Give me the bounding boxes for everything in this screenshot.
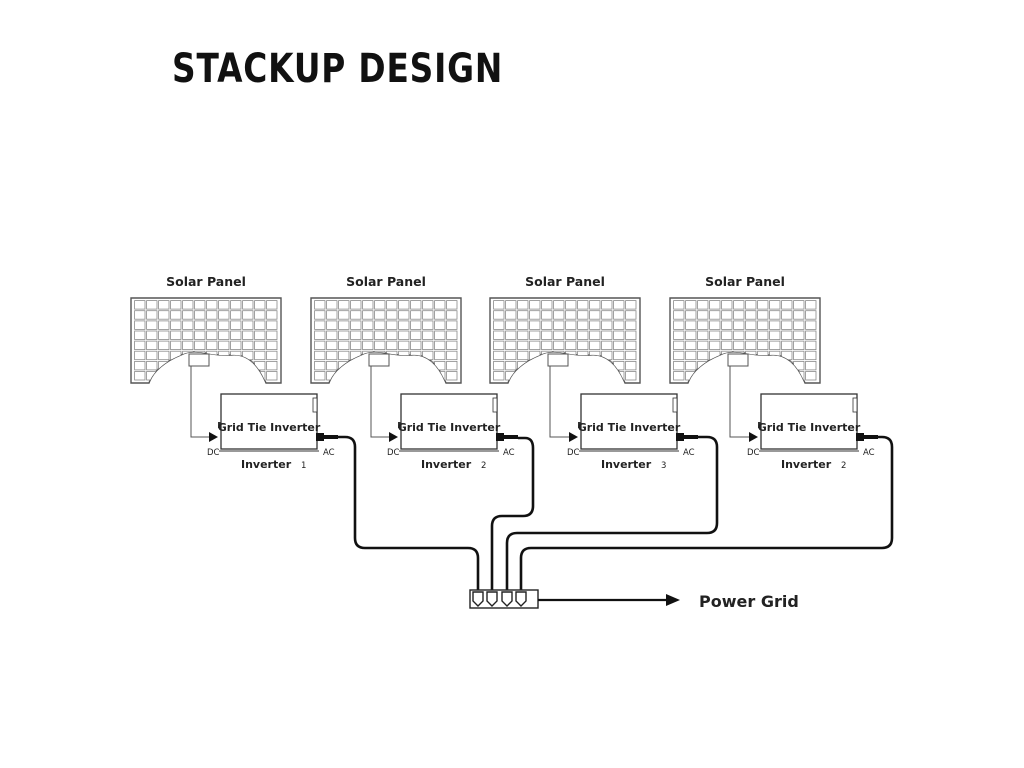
solar-panel: Solar Panel	[669, 274, 821, 384]
inverter-number: 3	[661, 461, 666, 471]
dc-input-arrow	[749, 432, 758, 442]
dc-label: DC	[207, 448, 220, 458]
inverter-latch	[312, 397, 318, 413]
ac-cable-2	[490, 436, 535, 592]
solar-panel-label: Solar Panel	[346, 274, 426, 289]
junction-box	[727, 353, 749, 367]
inverter-body	[580, 393, 678, 450]
dc-label: DC	[387, 448, 400, 458]
ac-label: AC	[503, 448, 515, 458]
ac-output-connector	[496, 433, 504, 441]
ac-output-connector	[676, 433, 684, 441]
ac-cable-4	[519, 435, 894, 592]
solar-panel: Solar Panel	[310, 274, 462, 384]
ac-label: AC	[323, 448, 335, 458]
dc-label: DC	[567, 448, 580, 458]
inverter-number: 2	[481, 461, 486, 471]
dc-input-arrow	[209, 432, 218, 442]
inverter-latch	[492, 397, 498, 413]
solar-panel-label: Solar Panel	[525, 274, 605, 289]
inverter-inner-label: Grid Tie Inverter	[758, 421, 861, 434]
ac-label: AC	[683, 448, 695, 458]
ac-output-connector	[316, 433, 324, 441]
inverter-label: Inverter	[241, 458, 292, 471]
solar-panel: Solar Panel	[130, 274, 282, 384]
inverter-inner-label: Grid Tie Inverter	[398, 421, 501, 434]
dc-wire	[729, 366, 749, 438]
page-title: STACKUP DESIGN	[172, 46, 504, 92]
ac-plug	[504, 435, 518, 439]
inverter-label: Inverter	[781, 458, 832, 471]
solar-panel-label: Solar Panel	[705, 274, 785, 289]
inverter-body	[760, 393, 858, 450]
inverter-number: 2	[841, 461, 846, 471]
ac-plug	[684, 435, 698, 439]
inverter-inner-label: Grid Tie Inverter	[578, 421, 681, 434]
inverter-body	[400, 393, 498, 450]
inverter-body	[220, 393, 318, 450]
solar-panel: Solar Panel	[489, 274, 641, 384]
dc-label: DC	[747, 448, 760, 458]
inverter-dc-port	[398, 422, 401, 428]
junction-box	[188, 353, 210, 367]
ac-label: AC	[863, 448, 875, 458]
inverter-dc-port	[578, 422, 581, 428]
ac-cable-1	[338, 435, 480, 592]
inverter-dc-port	[758, 422, 761, 428]
inverter-latch	[672, 397, 678, 413]
power-grid-output: Power Grid	[538, 592, 799, 611]
ac-cable-3	[505, 435, 719, 592]
combiner-plug-3	[501, 591, 513, 607]
power-grid-label: Power Grid	[699, 592, 799, 611]
combiner-plug-2	[486, 591, 498, 607]
solar-panel-label: Solar Panel	[166, 274, 246, 289]
junction-box	[547, 353, 569, 367]
dc-wire	[190, 366, 209, 438]
inverter-dc-port	[218, 422, 221, 428]
ac-plug	[324, 435, 338, 439]
combiner-plug-4	[515, 591, 527, 607]
dc-input-arrow	[569, 432, 578, 442]
dc-wire	[370, 366, 389, 438]
ac-plug	[864, 435, 878, 439]
inverter-inner-label: Grid Tie Inverter	[218, 421, 321, 434]
inverter-label: Inverter	[601, 458, 652, 471]
ac-cables	[338, 435, 894, 592]
grid-arrowhead	[666, 594, 680, 606]
inverter-label: Inverter	[421, 458, 472, 471]
panel-cells	[314, 300, 458, 381]
combiner-plug-1	[472, 591, 484, 607]
inverter-number: 1	[301, 461, 306, 471]
dc-wire	[549, 366, 569, 438]
inverter-latch	[852, 397, 858, 413]
junction-box	[368, 353, 390, 367]
dc-input-arrow	[389, 432, 398, 442]
ac-output-connector	[856, 433, 864, 441]
ac-combiner	[469, 589, 539, 609]
